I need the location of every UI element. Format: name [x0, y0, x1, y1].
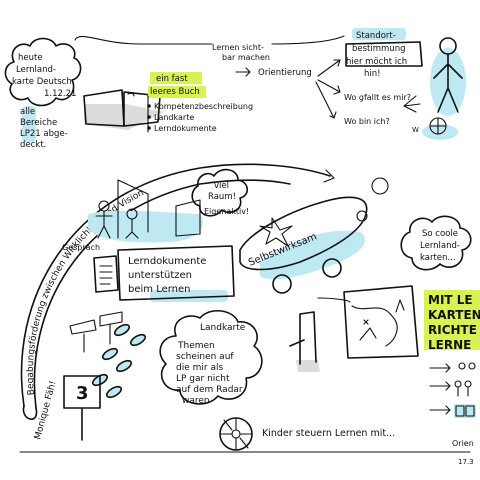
lernen-sichtbar-2: bar machen	[222, 53, 270, 62]
themen-line-4: LP gar nicht	[176, 374, 230, 384]
themen-line-2: scheinen auf	[176, 352, 234, 362]
wo-bin-text: Wo bin ich?	[344, 117, 390, 126]
intro-date: 1.12.21	[44, 89, 76, 99]
intro-line-2: Lernland-	[16, 65, 56, 75]
alle-line-3: LP21 abge-	[20, 129, 68, 139]
orientierung-label: Orientierung	[258, 68, 312, 78]
intro-line-1: heute	[18, 53, 43, 63]
fan-arrows	[315, 59, 341, 119]
number-sign: 3	[63, 375, 101, 441]
mit-lernkarten-box: MIT LE KARTEN RICHTE LERNE	[424, 290, 480, 352]
book-label: ein fast leeres Buch	[148, 72, 206, 98]
bullet-item-2: Landkarte	[154, 113, 194, 122]
bullet-item-3: Lerndokumente	[154, 124, 217, 133]
standort-box: Standort- bestimmung	[345, 28, 423, 67]
room-scene	[88, 179, 203, 243]
book-label-line-2: leeres Buch	[150, 87, 200, 97]
car-illustration	[239, 177, 389, 294]
alle-line-2: Bereiche	[20, 118, 57, 128]
bullet-list: Kompetenzbeschreibung Landkarte Lerndoku…	[147, 95, 253, 133]
hier-line-1: hier möcht ich	[346, 57, 407, 67]
document-icon	[93, 255, 119, 293]
mit-line-3: RICHTE	[428, 323, 477, 337]
alle-line-4: deckt.	[20, 140, 46, 150]
alle-line-1: alle	[20, 107, 35, 117]
top-bracket-line	[74, 35, 213, 45]
signposts	[69, 311, 123, 353]
mit-line-2: KARTEN	[428, 308, 480, 322]
chair-table-icon	[289, 311, 320, 372]
mit-line-4: LERNE	[428, 338, 471, 352]
right-bottom-icons	[429, 362, 476, 418]
viel-raum-cloud: viel Raum! Eigenaktiv!	[191, 168, 249, 217]
compass-target-icon	[403, 95, 458, 140]
arrow-to-orientierung	[235, 67, 251, 77]
kinder-steuern-text: Kinder steuern Lernen mit...	[262, 428, 395, 439]
themen-line-1: Themen	[177, 341, 215, 351]
steering-wheel-icon	[219, 417, 253, 451]
hier-line-2: hin!	[364, 69, 381, 79]
themen-line-3: die mir als	[176, 363, 223, 373]
book-label-line-1: ein fast	[156, 74, 188, 84]
lerndok-line-1: Lerndokumente	[128, 256, 206, 267]
intro-line-3: karte Deutsch	[12, 77, 72, 87]
so-coole-line-2: Lernland-	[420, 241, 460, 251]
orien-label: Orien	[452, 439, 474, 448]
so-coole-line-1: So coole	[422, 229, 458, 239]
viel-raum-line-1: viel	[214, 181, 229, 191]
svg-text:W: W	[412, 126, 419, 134]
lerndok-line-3: beim Lernen	[128, 284, 191, 295]
date-corner: 17.3	[458, 458, 474, 466]
map-card	[317, 285, 419, 359]
landkarte-cloud: Landkarte Themen scheinen auf die mir al…	[159, 310, 263, 406]
themen-line-5: auf dem Radar	[176, 385, 243, 395]
landkarte-title: Landkarte	[200, 323, 246, 333]
themen-line-6: waren	[182, 396, 210, 406]
number-three: 3	[76, 383, 89, 404]
wo-gefallt-text: Wo gfallt es mir?	[344, 93, 411, 102]
intro-cloud: heute Lernland- karte Deutsch 1.12.21	[4, 37, 82, 107]
lerndok-line-2: unterstützen	[128, 270, 192, 281]
person-figure-icon	[430, 37, 466, 116]
so-coole-cloud: So coole Lernland- karten...	[400, 215, 472, 271]
so-coole-line-3: karten...	[420, 253, 456, 263]
mit-line-1: MIT LE	[428, 293, 473, 307]
lerndokumente-box: Lerndokumente unterstützen beim Lernen	[117, 245, 235, 302]
alle-note: alle Bereiche LP21 abge- deckt.	[20, 106, 68, 150]
bullet-item-1: Kompetenzbeschreibung	[154, 102, 253, 111]
standort-line-2: bestimmung	[352, 44, 405, 54]
gesprach-label: Gespräch	[62, 243, 100, 252]
standort-line-1: Standort-	[356, 31, 396, 41]
lernen-sichtbar-1: Lernen sicht-	[212, 43, 264, 52]
viel-raum-line-3: Eigenaktiv!	[204, 207, 249, 216]
viel-raum-line-2: Raum!	[208, 192, 236, 202]
